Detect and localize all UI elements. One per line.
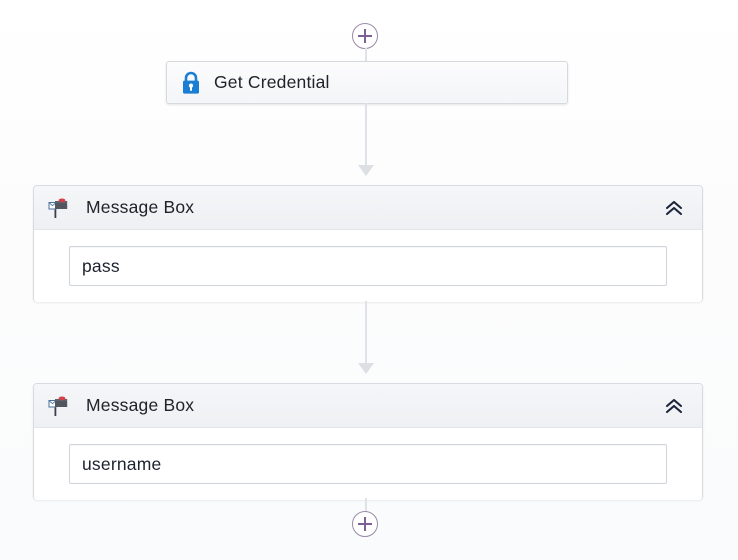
mailbox-icon: [48, 396, 68, 416]
connector-2: [356, 301, 376, 384]
chevron-double-up-icon: [665, 398, 683, 413]
add-step-button-bottom[interactable]: [352, 511, 378, 537]
connector-arrowhead: [358, 165, 374, 176]
message-box-title: Message Box: [86, 197, 195, 217]
connector-arrowhead: [358, 363, 374, 374]
node-title: Get Credential: [214, 72, 330, 92]
plus-icon-vertical-bar: [364, 29, 366, 43]
node-message-box-2[interactable]: Message Box username: [33, 383, 703, 500]
chevron-double-up-icon: [665, 200, 683, 215]
message-text-input[interactable]: pass: [69, 246, 667, 286]
collapse-button[interactable]: [660, 392, 688, 420]
connector-line: [365, 48, 367, 62]
message-box-header[interactable]: Message Box: [34, 186, 702, 230]
connector-line: [365, 301, 367, 373]
message-box-header[interactable]: Message Box: [34, 384, 702, 428]
collapse-button[interactable]: [660, 194, 688, 222]
message-box-body: username: [34, 428, 702, 500]
message-box-title: Message Box: [86, 395, 195, 415]
connector-top: [356, 48, 376, 62]
mailbox-icon: [48, 198, 68, 218]
node-message-box-1[interactable]: Message Box pass: [33, 185, 703, 302]
node-get-credential[interactable]: Get Credential: [166, 61, 568, 104]
connector-line: [365, 103, 367, 175]
connector-line: [365, 498, 367, 512]
add-step-button-top[interactable]: [352, 23, 378, 49]
lock-icon: [183, 71, 199, 94]
connector-bottom: [356, 498, 376, 512]
message-box-body: pass: [34, 230, 702, 302]
message-text-input[interactable]: username: [69, 444, 667, 484]
plus-icon-vertical-bar: [364, 517, 366, 531]
connector-1: [356, 103, 376, 186]
